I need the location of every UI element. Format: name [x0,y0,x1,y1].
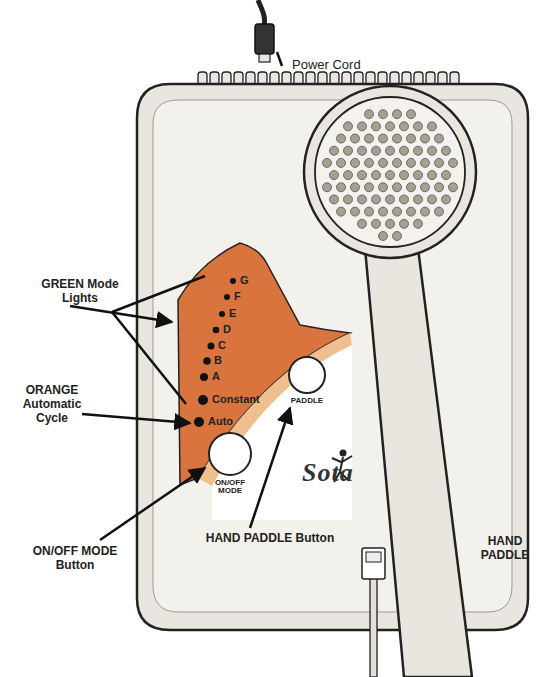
button-circle [207,431,253,477]
mode-letter: A [212,370,220,383]
callout-label: HAND PADDLE [472,535,538,563]
paddle-handle [365,248,472,677]
power-plug-tip [259,54,270,62]
usb-connector [366,552,381,562]
usb-cable [370,578,377,677]
device-body [137,84,528,630]
callout-label: HAND PADDLE Button [205,532,335,546]
mode-letter: D [223,323,231,336]
power-plug [255,24,274,54]
mode-letter: B [214,354,222,367]
button-label: ON/OFF MODE [208,479,252,496]
mode-label: Auto [208,415,233,428]
callout-label: GREEN Mode Lights [40,278,120,306]
button: ON/OFF MODE [207,431,253,496]
paddle-holes [323,110,458,241]
callout-label: ON/OFF MODE Button [20,545,130,573]
mode-letter: C [218,339,226,352]
paddle-head [304,86,476,258]
power-cable [258,0,265,26]
button-label: PADDLE [282,397,332,405]
button: PADDLE [282,355,332,405]
part-label: Power Cord [292,58,392,73]
paddle-pad [315,97,465,247]
button-circle [287,355,327,395]
callout-label: ORANGE Automatic Cycle [12,384,92,425]
logo-text: Sota [302,458,354,488]
mode-letter: E [229,307,236,320]
leader-lines [70,52,290,540]
mode-letter: F [234,290,241,303]
mode-label: Constant [212,393,260,406]
usb-plug [362,548,385,579]
mode-letter: G [240,274,249,287]
